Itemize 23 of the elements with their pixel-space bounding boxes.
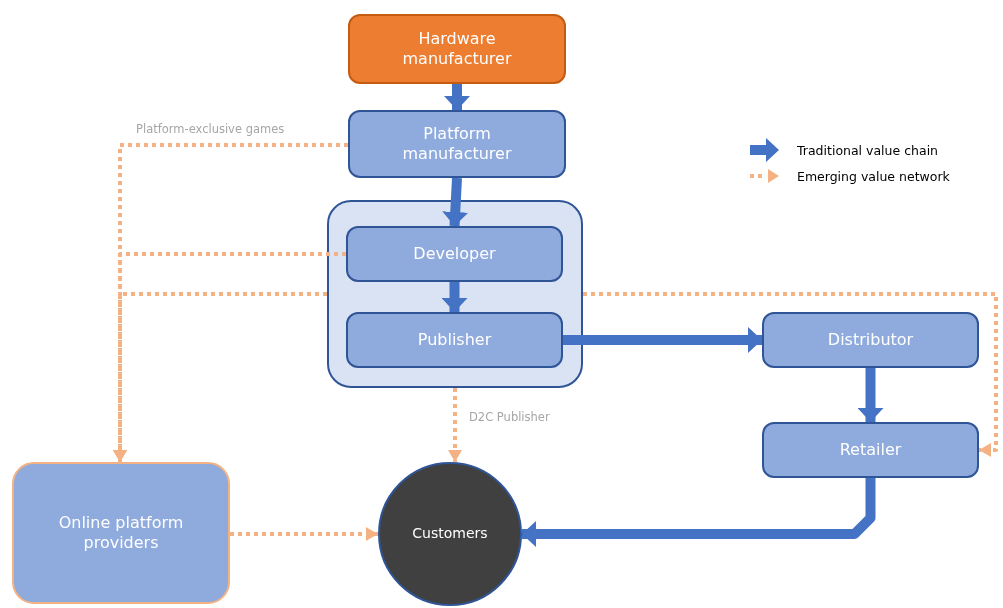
process-box: Developer bbox=[346, 226, 563, 282]
legend-label: Emerging value network bbox=[797, 169, 950, 184]
group-box bbox=[327, 200, 583, 388]
process-box: Publisher bbox=[346, 312, 563, 368]
edge-label: Platform-exclusive games bbox=[134, 122, 287, 136]
dashed-arrow bbox=[448, 388, 462, 462]
legend-label: Traditional value chain bbox=[797, 143, 939, 158]
dashed-arrow bbox=[230, 527, 378, 541]
process-box: Online platform providers bbox=[12, 462, 230, 604]
arrow bbox=[442, 177, 469, 227]
arrow bbox=[441, 282, 468, 312]
arrow bbox=[444, 84, 470, 110]
process-box: Distributor bbox=[762, 312, 979, 368]
circle-node: Customers bbox=[378, 462, 522, 606]
arrow bbox=[857, 368, 884, 422]
arrow bbox=[522, 478, 876, 547]
dashed-arrow bbox=[583, 292, 998, 457]
arrow bbox=[563, 327, 762, 353]
process-box: Hardware manufacturer bbox=[348, 14, 566, 84]
edge-label: D2C Publisher bbox=[467, 410, 552, 424]
process-box: Platform manufacturer bbox=[348, 110, 566, 178]
process-box: Retailer bbox=[762, 422, 979, 478]
dashed-arrow bbox=[113, 292, 327, 462]
